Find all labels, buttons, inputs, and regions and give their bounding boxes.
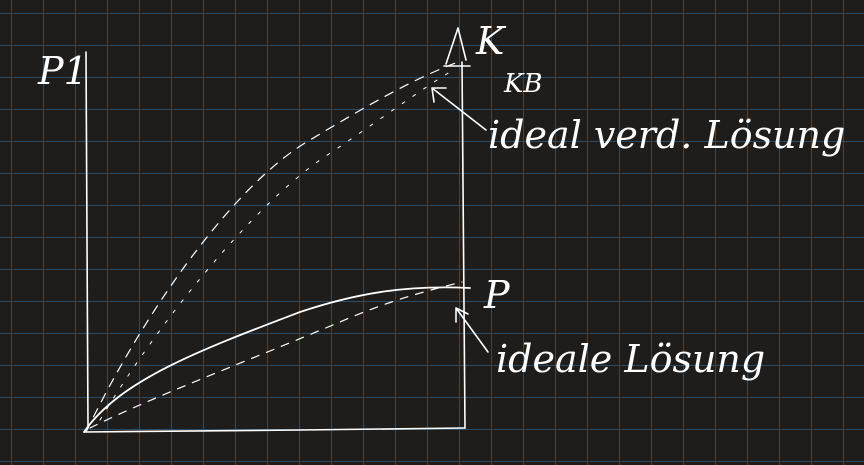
ideal-dashed-curve: [89, 281, 463, 429]
top-arrow-tip: [443, 27, 471, 67]
ideal-solid-curve: [83, 286, 471, 433]
right-vertical-line: [461, 61, 466, 429]
top-point-label: K: [475, 19, 507, 63]
ideal-verd-dashed-curve-2: [99, 71, 451, 421]
bottom-point-label: P: [483, 273, 511, 317]
bottom-curve-note: ideale Lösung: [496, 337, 765, 381]
top-curve-note: ideal verd. Lösung: [488, 113, 845, 157]
y-axis-label: P1: [37, 49, 88, 93]
arrow-to-bottom-curve: [455, 307, 489, 353]
arrow-to-top-curve: [431, 87, 487, 131]
ideal-verd-dashed-curve: [85, 61, 459, 433]
y-axis: [85, 51, 89, 429]
top-point-sub-label: KB: [503, 69, 543, 99]
x-axis: [83, 427, 466, 433]
